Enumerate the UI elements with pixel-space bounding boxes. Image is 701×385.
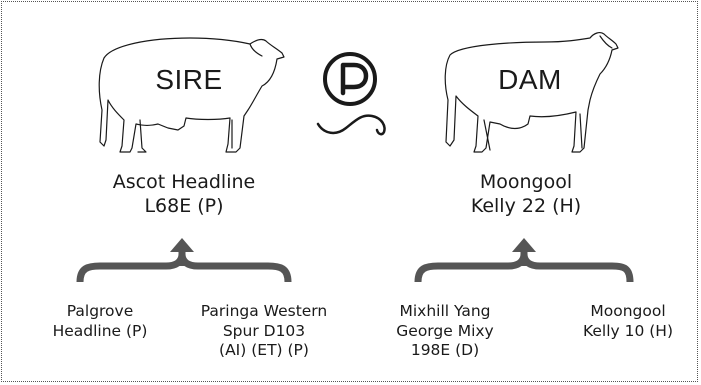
dam-sire-line3: 198E (D) (410, 341, 480, 360)
sire-dam-name: Paringa Western Spur D103 (AI) (ET) (P) (182, 302, 346, 361)
sire-label: SIRE (155, 64, 223, 95)
sire-sire-name: Palgrove Headline (P) (38, 302, 162, 341)
dam-sire-name: Mixhill Yang George Mixy 198E (D) (372, 302, 518, 361)
sire-parents-bracket (76, 250, 292, 283)
dam-dam-line2: Kelly 10 (H) (582, 321, 674, 340)
cow-outline-icon (444, 32, 619, 153)
sire-dam-line3: (AI) (ET) (P) (219, 341, 309, 360)
dam-parents-bracket (414, 250, 634, 283)
dam-sire-line2: George Mixy (396, 321, 494, 340)
dam-dam-name: Moongool Kelly 10 (H) (566, 302, 690, 341)
dam-name-line1: Moongool (479, 171, 573, 193)
dam-name: Moongool Kelly 22 (H) (428, 170, 624, 218)
sire-arrow-head-icon (170, 238, 194, 252)
registered-p-symbol-icon (316, 52, 386, 136)
dam-name-line2: Kelly 22 (H) (470, 195, 582, 218)
dam-dam-line1: Moongool (590, 302, 666, 320)
bull-outline-icon (98, 37, 285, 153)
sire-dam-line1: Paringa Western (200, 302, 328, 320)
dam-label: DAM (498, 64, 562, 95)
sire-dam-line2: Spur D103 (222, 321, 306, 340)
dam-sire-line1: Mixhill Yang (399, 302, 491, 320)
sire-sire-line1: Palgrove (66, 302, 134, 320)
sire-sire-line2: Headline (P) (52, 321, 148, 340)
sire-name-line1: Ascot Headline (112, 171, 256, 193)
dam-arrow-head-icon (512, 238, 536, 252)
sire-name-line2: L68E (P) (144, 195, 224, 218)
sire-name: Ascot Headline L68E (P) (86, 170, 282, 218)
